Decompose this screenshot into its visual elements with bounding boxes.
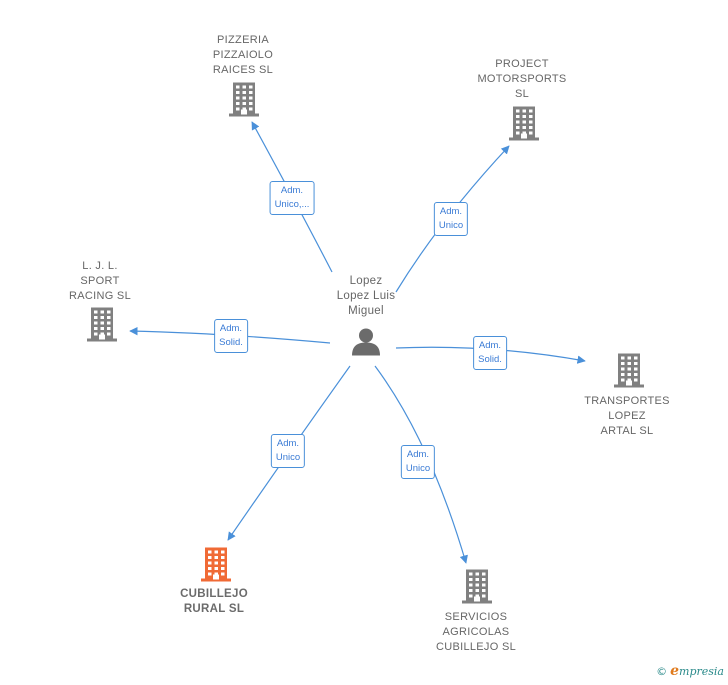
relation-label-transportes[interactable]: Adm. Solid.	[473, 336, 507, 370]
relation-label-project[interactable]: Adm. Unico	[433, 202, 469, 236]
company-label-servicios[interactable]: SERVICIOS AGRICOLAS CUBILLEJO SL	[435, 611, 517, 653]
brand-initial: e	[670, 663, 680, 679]
company-label-cubillejo[interactable]: CUBILLEJO RURAL SL	[180, 588, 248, 615]
building-icon[interactable]	[507, 105, 541, 146]
relation-label-servicios[interactable]: Adm. Unico	[400, 445, 436, 479]
footer-brand: ©empresia	[656, 663, 724, 679]
company-label-pizzeria[interactable]: PIZZERIA PIZZAIOLO RAICES SL	[212, 34, 274, 76]
copyright-symbol: ©	[656, 665, 668, 678]
relation-label-jl[interactable]: Adm. Solid.	[214, 319, 248, 353]
building-icon[interactable]	[227, 81, 261, 122]
relation-label-cubillejo[interactable]: Adm. Unico	[270, 434, 306, 468]
relation-label-pizzeria[interactable]: Adm. Unico,...	[269, 181, 315, 215]
company-label-transportes[interactable]: TRANSPORTES LOPEZ ARTAL SL	[584, 395, 670, 437]
building-icon[interactable]	[612, 352, 646, 393]
building-icon[interactable]	[85, 306, 119, 347]
company-label-jl[interactable]: L. J. L. SPORT RACING SL	[69, 260, 131, 302]
person-icon[interactable]	[351, 327, 381, 362]
company-label-project[interactable]: PROJECT MOTORSPORTS SL	[477, 58, 567, 100]
building-icon[interactable]	[460, 568, 494, 609]
person-name-label[interactable]: Lopez Lopez Luis Miguel	[336, 275, 396, 317]
building-icon[interactable]	[199, 546, 233, 587]
brand-name: mpresia	[679, 665, 724, 678]
